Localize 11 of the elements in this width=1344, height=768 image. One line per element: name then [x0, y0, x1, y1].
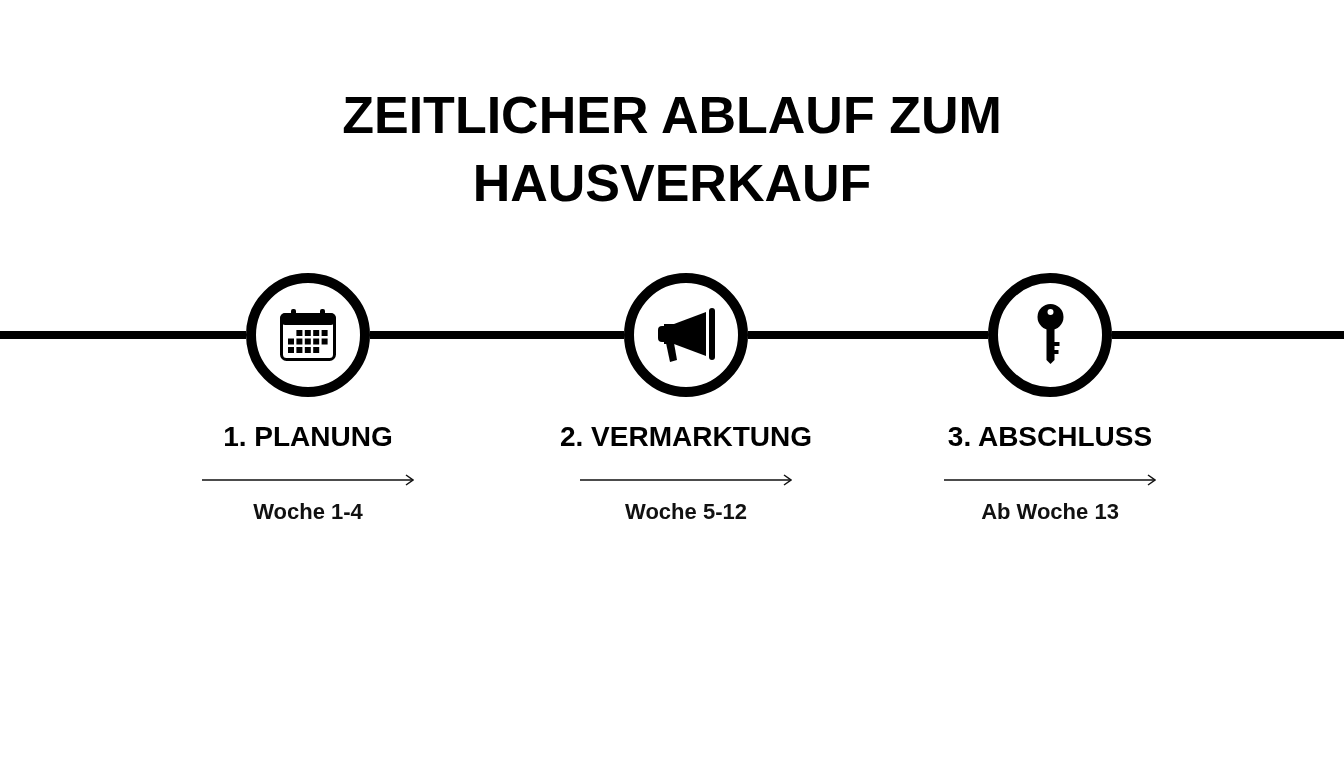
- timeline-line: [370, 331, 624, 339]
- step-heading: 3. ABSCHLUSS: [947, 421, 1153, 453]
- title: ZEITLICHER ABLAUF ZUM HAUSVERKAUF: [341, 85, 1003, 214]
- duration-label: Woche 1-4: [253, 499, 363, 525]
- timeline-line: [748, 331, 988, 339]
- step-heading: 1. PLANUNG: [223, 421, 393, 453]
- timeline-line: [1112, 331, 1344, 339]
- duration-label: Woche 5-12: [625, 499, 747, 525]
- step-heading: 2. VERMARKTUNG: [560, 421, 812, 453]
- timeline-line: [0, 331, 246, 339]
- duration-label: Ab Woche 13: [981, 499, 1119, 525]
